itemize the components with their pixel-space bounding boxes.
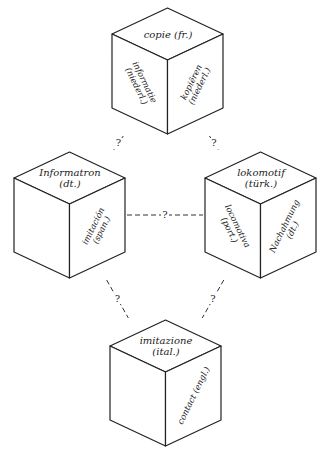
edge-label: ? — [209, 294, 216, 304]
dashed-connector — [114, 136, 124, 150]
cube-node: lokomotif (türk.)locomotiva (port.)Nacha… — [203, 150, 318, 280]
cube-face — [168, 34, 224, 134]
edge-label: ? — [114, 294, 121, 304]
cube-face — [112, 34, 168, 134]
cube-face — [261, 178, 317, 278]
cube-label: lokomotif (türk.) — [225, 167, 297, 189]
edge-label: ? — [161, 210, 168, 220]
dashed-connector — [107, 280, 129, 318]
cube-node: Informatron (dt.)imitación (span.) — [12, 150, 127, 280]
cube-node: copie (fr.)informatie (niederl.)kopiëren… — [110, 6, 225, 136]
cube-face — [166, 346, 222, 446]
cube-node: imitazione (ital.)contact (engl.) — [108, 318, 223, 448]
cube-label: copie (fr.) — [132, 29, 204, 40]
cube-label: imitazione (ital.) — [130, 335, 202, 357]
dashed-connector — [209, 136, 218, 150]
edge-label: ? — [210, 138, 217, 148]
cube-face — [205, 178, 261, 278]
cube-face — [70, 178, 126, 278]
dashed-connector — [202, 280, 223, 318]
cube-face — [14, 178, 70, 278]
cube-face — [110, 346, 166, 446]
edge-label: ? — [115, 138, 122, 148]
cube-label: Informatron (dt.) — [34, 167, 106, 189]
